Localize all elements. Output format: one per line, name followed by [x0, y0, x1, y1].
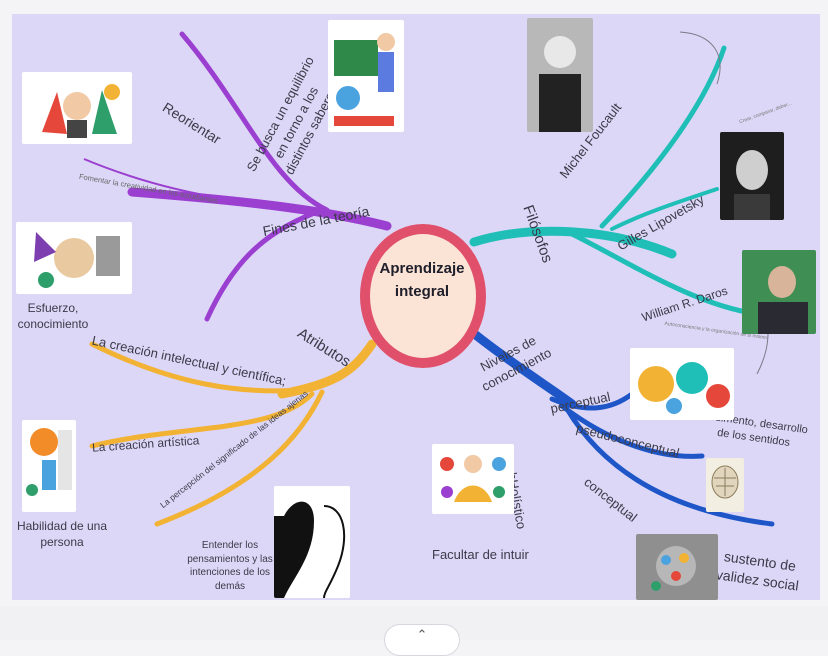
- atributos-entender: Entender los pensamientos y las intencio…: [180, 539, 280, 593]
- atributos-entender-line4: demás: [214, 580, 245, 592]
- atributos-intelectual-branch: [89, 341, 315, 394]
- teacher-illustration-image: [328, 20, 404, 132]
- child-painting-image: [22, 420, 76, 512]
- effort-collage-image: [16, 222, 132, 294]
- atributos-percepcion-branch: [154, 389, 325, 527]
- niveles-perceptual-branch: [549, 391, 635, 411]
- fines-fomentar-line: [83, 158, 228, 200]
- center-title-line2: integral: [394, 282, 450, 300]
- phrenology-head-image: [706, 458, 744, 512]
- mind-map-board: Aprendizaje integral Fines de la teoría …: [12, 14, 820, 600]
- creativity-illustration-image: [22, 72, 132, 144]
- scroll-up-button[interactable]: ⌃: [384, 624, 460, 656]
- fines-upper-branch: [179, 31, 330, 213]
- niveles-facultar: Facultar de intuir: [432, 547, 529, 562]
- filosofos-daros-branch: [569, 231, 760, 317]
- branch-lines: [83, 31, 775, 527]
- chevron-up-icon: ⌃: [416, 627, 428, 642]
- center-node-fill: [370, 234, 476, 358]
- center-title-line1: Aprendizaje: [379, 260, 465, 277]
- fines-main-branch: [127, 187, 392, 231]
- niveles-pseudo-branch: [559, 403, 705, 459]
- niveles-main-branch: [467, 327, 577, 409]
- atributos-habilidad-line2: persona: [40, 535, 84, 550]
- center-node-label[interactable]: Aprendizaje integral: [347, 258, 497, 303]
- atributos-entender-line2: pensamientos y las: [187, 553, 273, 565]
- atributos-habilidad-line1: Habilidad de una: [16, 519, 108, 533]
- fines-esfuerzo-line2: conocimiento: [17, 317, 89, 332]
- meditation-illustration-image: [432, 444, 514, 514]
- daros-photo-image: [742, 250, 816, 334]
- fines-esfuerzo-line1: Esfuerzo,: [27, 301, 79, 315]
- atributos-artistica-branch: [89, 391, 315, 449]
- atributos-habilidad: Habilidad de una persona: [12, 518, 112, 550]
- filosofos-lipovetsky-branch: [610, 187, 719, 231]
- foucault-photo-image: [527, 18, 593, 132]
- atributos-entender-line1: Entender los: [201, 540, 259, 551]
- filosofos-small-arc: [679, 31, 721, 85]
- niveles-conceptual-branch: [564, 406, 775, 527]
- social-network-image: [636, 534, 718, 600]
- atributos-entender-line3: intenciones de los: [189, 567, 271, 578]
- fines-lower-branch: [204, 211, 315, 322]
- two-faces-sketch-image: [274, 486, 350, 598]
- lipovetsky-photo-image: [720, 132, 784, 220]
- fines-esfuerzo: Esfuerzo, conocimiento: [12, 300, 94, 332]
- senses-illustration-image: [630, 348, 734, 420]
- filosofos-foucault-branch: [599, 45, 727, 229]
